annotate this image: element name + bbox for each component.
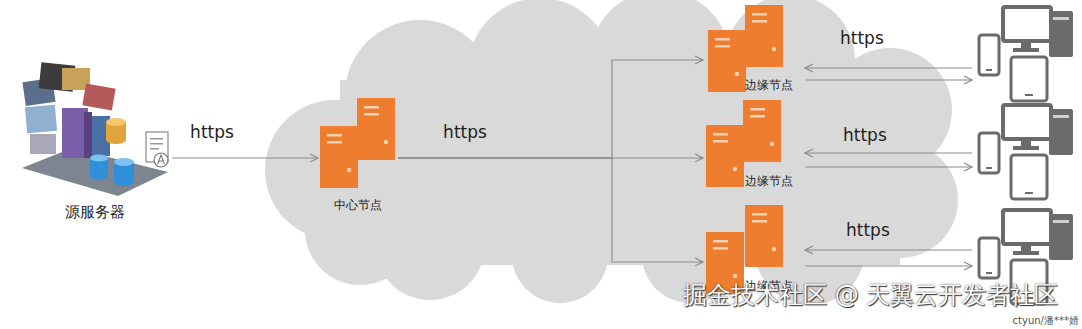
protocol-label: https [843,125,887,145]
client-arrows [805,249,972,250]
source-server-illustration [22,62,168,196]
source-server-illustration [150,143,163,145]
client-arrows [805,68,972,266]
source-server: 源服务器 [18,55,172,223]
node-label: 边缘节点 [745,78,793,92]
server-icons [357,98,395,160]
edge-node: 边缘节点 [703,2,811,94]
source-server-illustration [150,148,159,150]
source-server-illustration [158,155,165,164]
connector-arrow [398,60,703,158]
source-server-illustration [25,105,57,134]
source-server-illustration [150,138,163,140]
author-tag: ctyun/潘***婧 [1013,315,1079,327]
cloud [512,207,608,303]
cloud [468,0,612,142]
watermark: 掘金技术社区 @ 天翼云开发者社区 [683,281,1058,310]
server-icons [706,125,744,187]
protocol-label: https [443,122,487,142]
center-node: 中心节点 [318,98,398,214]
server-icons [745,205,783,267]
server-icons [743,100,781,162]
connector-arrow [398,158,703,262]
node-label: 边缘节点 [745,174,793,188]
source-server-illustration [90,173,108,180]
node-label: 源服务器 [65,203,125,221]
server-icons [708,30,746,92]
source-server-illustration [114,158,134,166]
source-server-illustration [30,134,56,154]
source-server-illustration [114,178,134,186]
source-server-illustration [106,118,126,126]
client-devices [979,105,1073,199]
source-server-illustration [82,84,115,111]
client-devices [979,7,1073,304]
server-icons [745,5,783,67]
edge-node: 边缘节点 [703,98,811,190]
client-arrows [805,265,972,266]
server-icons [320,126,358,188]
client-arrows [805,166,972,167]
protocol-label: https [840,28,884,48]
client-arrows [805,152,972,153]
protocol-label: https [846,220,890,240]
source-server-illustration [90,155,108,162]
protocol-label: https [190,122,234,142]
node-label: 中心节点 [334,198,382,212]
server-icons [320,5,783,294]
client-devices [979,7,1073,101]
source-server-illustration [84,112,92,158]
source-server-illustration [154,153,168,167]
client-arrows [805,67,972,68]
client-arrows [805,79,972,80]
connector-arrow [172,157,318,158]
cloud [305,175,415,285]
